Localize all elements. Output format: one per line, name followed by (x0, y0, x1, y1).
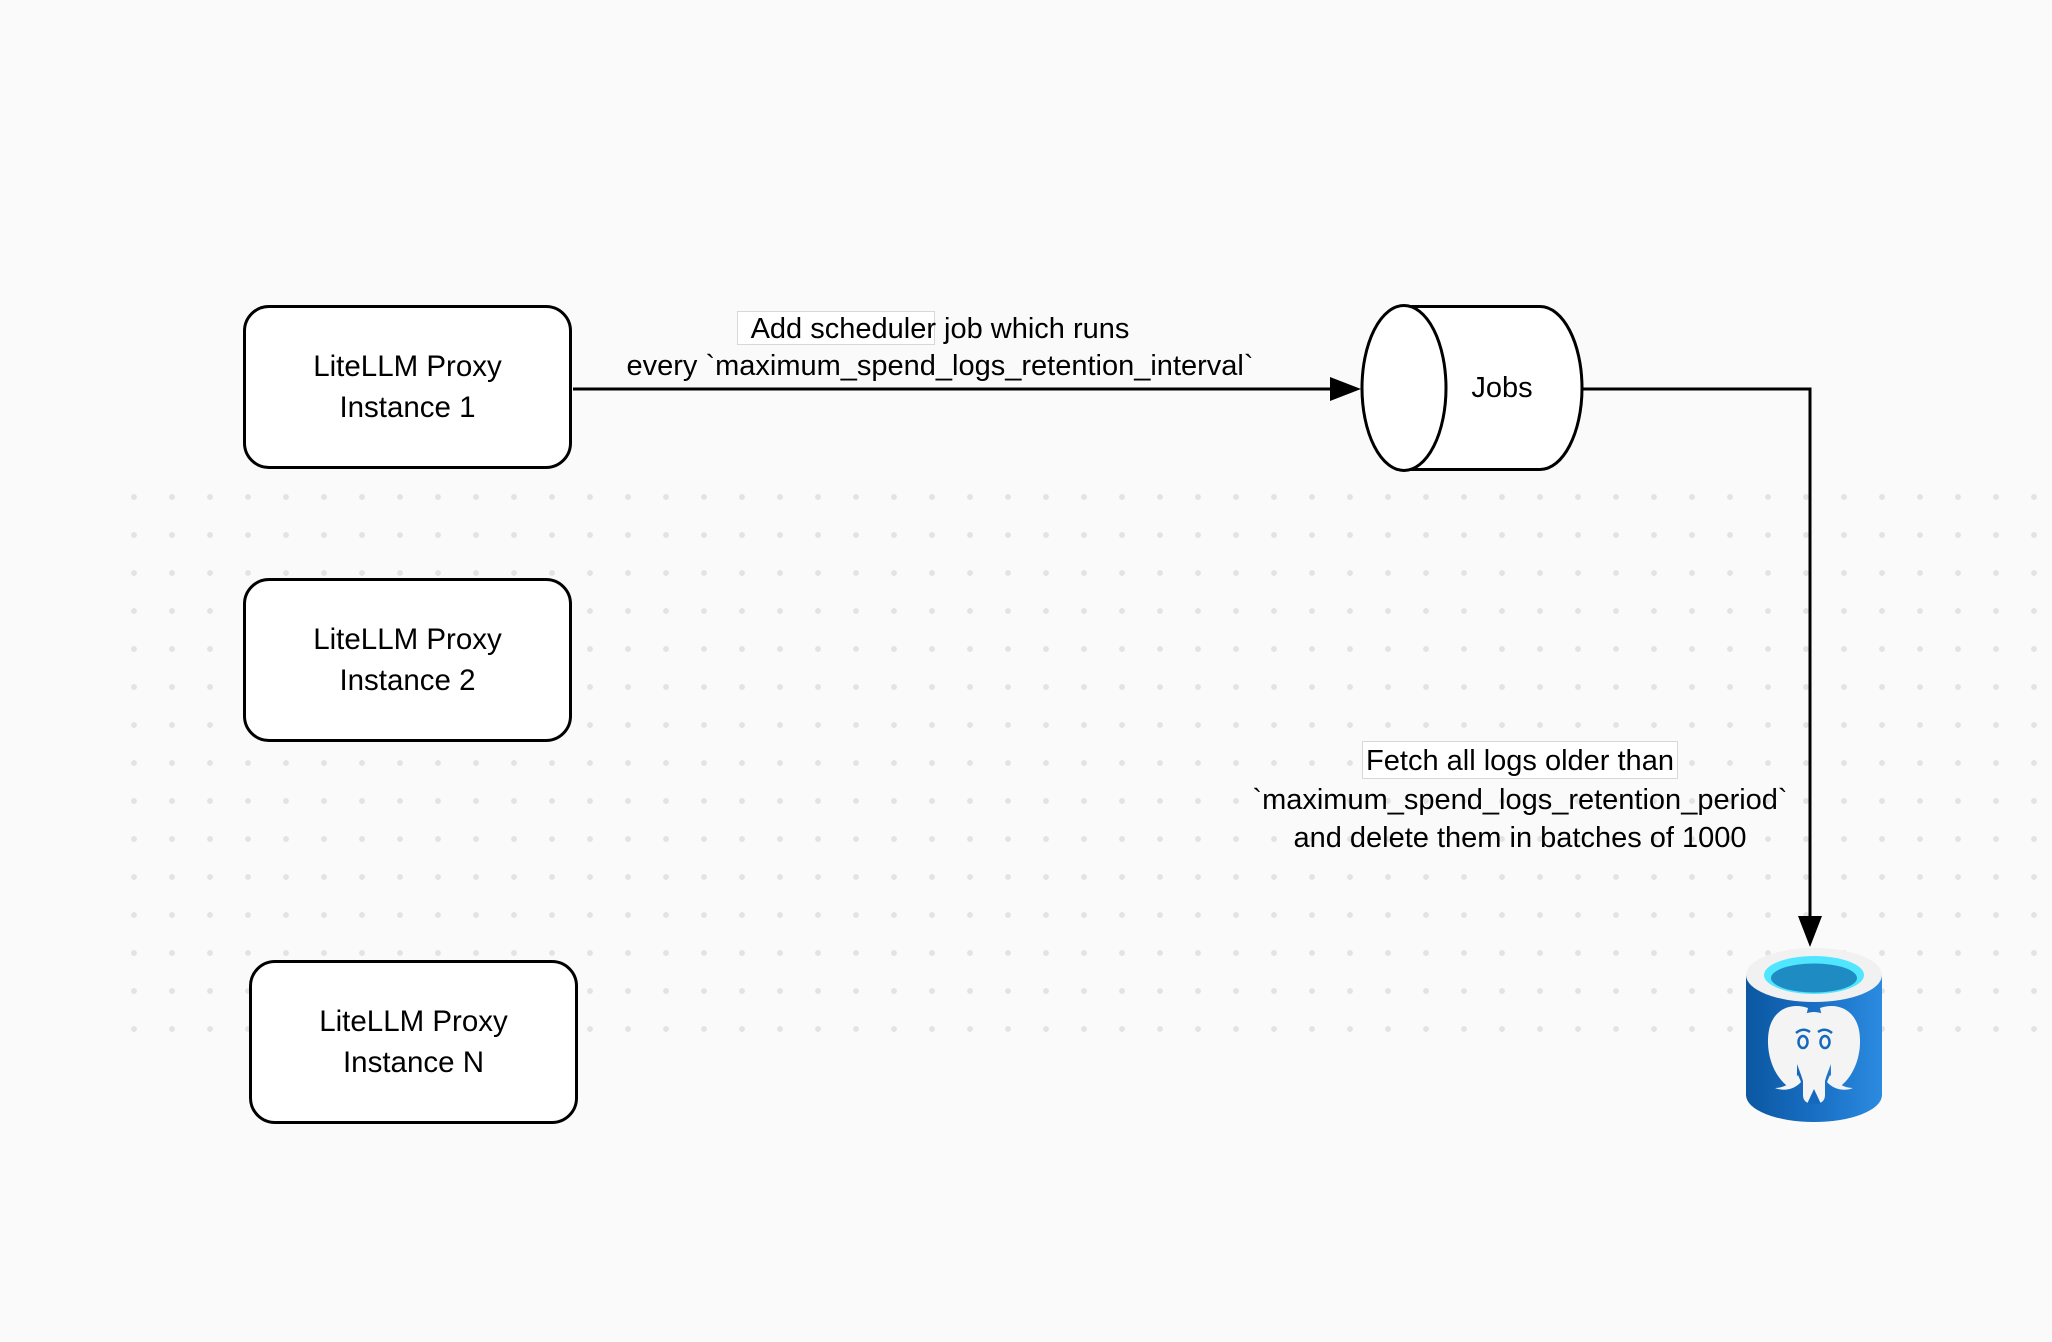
edge-label-add-scheduler: Add scheduler job which runs every `maxi… (590, 311, 1290, 385)
node-label-line: LiteLLM Proxy (319, 1005, 508, 1038)
edge-label-line: `maximum_spend_logs_retention_period` (1252, 783, 1788, 816)
edge-label-line: every `maximum_spend_logs_retention_inte… (626, 350, 1254, 382)
node-label-line: Instance 2 (339, 664, 476, 697)
edge-label-line: Add scheduler job which runs (750, 313, 1130, 345)
node-litellm-proxy-instance-2: LiteLLM Proxy Instance 2 (243, 578, 572, 742)
edge-label-line: Fetch all logs older than (1366, 745, 1674, 777)
edge-label-fetch-delete: Fetch all logs older than `maximum_spend… (1220, 742, 1820, 858)
jobs-cylinder-label: Jobs (1471, 372, 1533, 404)
database-water-deep (1771, 963, 1857, 993)
node-label-line: Instance N (342, 1046, 485, 1079)
node-litellm-proxy-instance-1: LiteLLM Proxy Instance 1 (243, 305, 572, 469)
node-label-line: LiteLLM Proxy (313, 623, 502, 656)
node-label-line: LiteLLM Proxy (313, 350, 502, 383)
elephant-trunk-notch (1807, 1089, 1821, 1104)
scheduler-label-background (737, 311, 935, 345)
edge-label-line: and delete them in batches of 1000 (1293, 822, 1747, 854)
node-label-line: Instance 1 (339, 391, 476, 424)
arrowhead-into-jobs (1330, 377, 1361, 401)
elephant-eyes (1795, 1028, 1833, 1050)
node-litellm-proxy-instance-n: LiteLLM Proxy Instance N (249, 960, 578, 1124)
postgresql-database-icon (1746, 948, 1882, 1122)
